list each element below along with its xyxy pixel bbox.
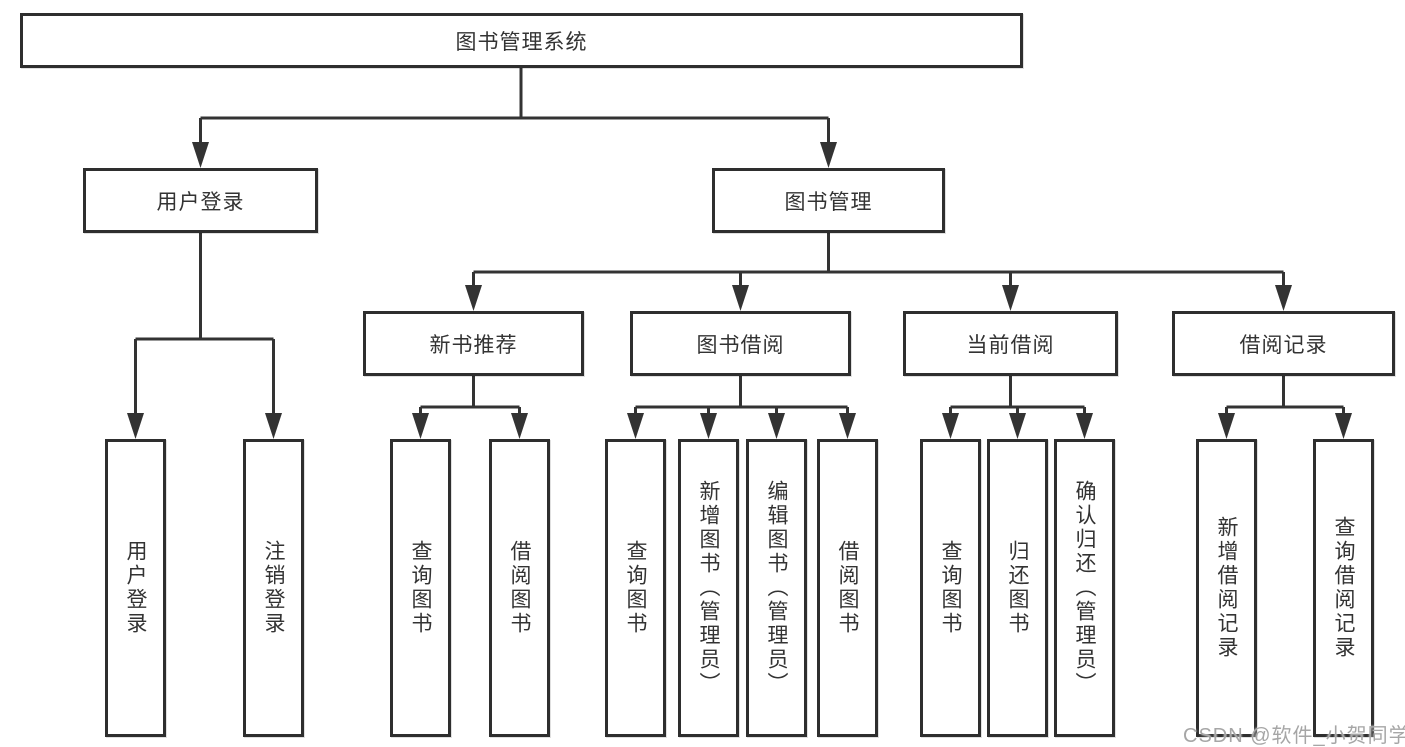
edges-book-borrow-to-leaves: [627, 376, 856, 439]
node-borrowing-records-label: 借阅记录: [1239, 333, 1328, 357]
leaf-current-return-books: 归还图书: [987, 439, 1048, 737]
leaf-borrow-borrow-books-label: 借阅图书: [836, 540, 859, 636]
leaf-newbook-query-books: 查询图书: [390, 439, 451, 737]
leaf-user-login: 用户登录: [105, 439, 166, 737]
edges-borrow-records-to-leaves: [1218, 376, 1352, 439]
edges-current-borrow-to-leaves: [942, 376, 1093, 439]
leaf-logout: 注销登录: [243, 439, 304, 737]
leaf-newbook-borrow-books: 借阅图书: [489, 439, 550, 737]
leaf-records-query-record: 查询借阅记录: [1313, 439, 1374, 737]
leaf-newbook-query-books-label: 查询图书: [409, 540, 432, 636]
node-library-system-label: 图书管理系统: [455, 30, 588, 54]
leaf-records-add-record-label: 新增借阅记录: [1215, 516, 1238, 660]
edges-user-login-to-leaves: [127, 233, 282, 439]
leaf-user-login-label: 用户登录: [124, 540, 147, 636]
node-user-login-label: 用户登录: [156, 190, 245, 214]
leaf-borrow-query-books: 查询图书: [605, 439, 666, 737]
edges-book-mgmt-to-level3: [465, 233, 1292, 311]
node-current-borrowing-label: 当前借阅: [966, 333, 1055, 357]
csdn-watermark: CSDN @软件_小贺同学: [1183, 725, 1405, 747]
leaf-borrow-edit-books-admin: 编辑图书（管理员）: [746, 439, 807, 737]
edges-root-to-level2: [192, 68, 837, 168]
leaf-records-add-record: 新增借阅记录: [1196, 439, 1257, 737]
leaf-current-confirm-return-admin-label: 确认归还（管理员）: [1073, 480, 1096, 696]
node-book-management-label: 图书管理: [784, 190, 873, 214]
leaf-current-confirm-return-admin: 确认归还（管理员）: [1054, 439, 1115, 737]
node-borrowing-records: 借阅记录: [1172, 311, 1395, 376]
node-book-borrowing-label: 图书借阅: [696, 333, 785, 357]
leaf-current-query-books: 查询图书: [920, 439, 981, 737]
edges-new-book-rec-to-leaves: [412, 376, 528, 439]
node-new-book-recommend: 新书推荐: [363, 311, 584, 376]
node-library-system: 图书管理系统: [20, 13, 1023, 68]
leaf-borrow-borrow-books: 借阅图书: [817, 439, 878, 737]
leaf-borrow-edit-books-admin-label: 编辑图书（管理员）: [765, 480, 788, 696]
leaf-borrow-add-books-admin-label: 新增图书（管理员）: [697, 480, 720, 696]
leaf-current-query-books-label: 查询图书: [939, 540, 962, 636]
node-user-login: 用户登录: [83, 168, 318, 233]
node-book-borrowing: 图书借阅: [630, 311, 851, 376]
leaf-logout-label: 注销登录: [262, 540, 285, 636]
node-book-management: 图书管理: [712, 168, 945, 233]
node-new-book-recommend-label: 新书推荐: [429, 333, 518, 357]
leaf-records-query-record-label: 查询借阅记录: [1332, 516, 1355, 660]
leaf-newbook-borrow-books-label: 借阅图书: [508, 540, 531, 636]
leaf-borrow-query-books-label: 查询图书: [624, 540, 647, 636]
leaf-borrow-add-books-admin: 新增图书（管理员）: [678, 439, 739, 737]
leaf-current-return-books-label: 归还图书: [1006, 540, 1029, 636]
node-current-borrowing: 当前借阅: [903, 311, 1118, 376]
